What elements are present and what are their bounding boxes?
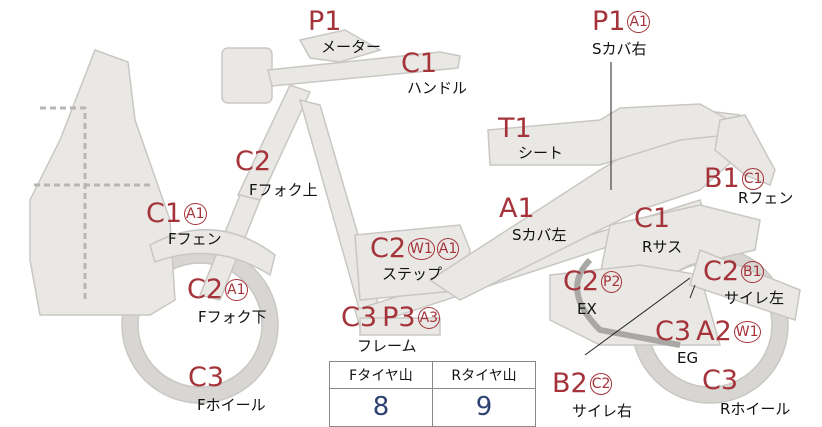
meter-shape [298,29,382,63]
f-wheel-codes: C3 [188,362,225,393]
meter-label: メーター [321,38,382,56]
s-cover-right-label: Sカバ右 [592,40,647,58]
fork-upper-codes: C2 [235,146,272,177]
step-label: ステップ [382,265,443,283]
exhaust-shape [574,257,681,348]
f-fender-label: Fフェン [168,230,222,248]
ex-label: EX [577,300,597,318]
meter-codes: P1 [308,6,342,37]
s-cover-left-label: Sカバ左 [512,226,567,244]
s-cover-left-codes: A1 [499,193,535,224]
front-tire-header: Fタイヤ山 [329,361,433,389]
tire-table-value-row: 8 9 [329,388,536,427]
muffler-right-label: サイレ右 [572,402,633,420]
muffler-left-label: サイレ左 [724,289,785,307]
rear-tire-header: Rタイヤ山 [432,361,536,389]
headlight-shape [221,47,273,104]
eg-label: EG [677,349,699,367]
seat-label: シート [518,144,564,162]
tire-table-header-row: Fタイヤ山 Rタイヤ山 [329,361,536,389]
f-wheel-label: Fホイール [197,396,266,414]
seat-codes: T1 [498,113,532,144]
muffler-shape [689,248,801,321]
tire-tread-table: Fタイヤ山 Rタイヤ山 8 9 [329,361,536,427]
front-fender-shape [149,228,276,277]
handlebar-shape [267,51,461,87]
front-tire-value: 8 [329,388,433,427]
handle-codes: C1 [401,48,438,79]
handle-label: ハンドル [407,79,468,97]
rear-fender-shape [714,114,776,186]
fairing-shape [29,49,176,316]
r-sus-label: Rサス [642,238,683,256]
rear-tire-value: 9 [432,388,536,427]
r-fender-label: Rフェン [738,189,794,207]
fork-lower-label: Fフォク下 [198,308,267,326]
r-sus-codes: C1 [634,203,671,234]
fork-upper-label: Fフォク上 [249,181,318,199]
r-wheel-label: Rホイール [720,400,791,418]
r-wheel-codes: C3 [702,365,739,396]
frame-label: フレーム [357,337,417,355]
